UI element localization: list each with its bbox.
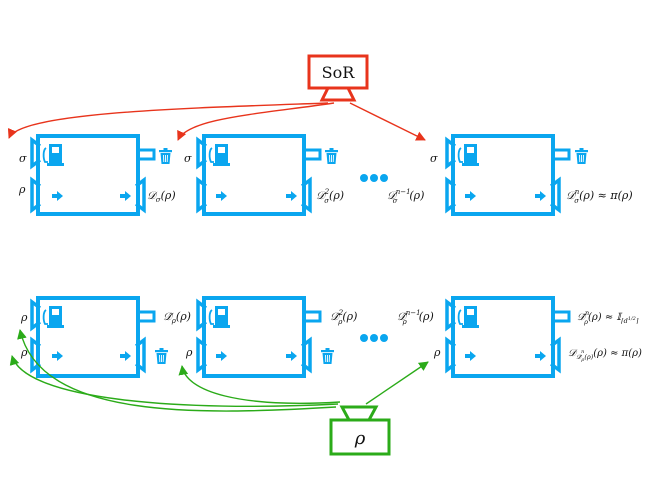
- sor-arrow-to-machine-1: [7, 102, 329, 139]
- rho-arrows: [9, 329, 429, 412]
- rho-arrow-to-machine-1-bottom: [9, 355, 339, 407]
- rho-arrow-to-machine-n: [365, 361, 429, 405]
- trash-icon: [154, 347, 169, 365]
- rho-arrow-to-machine-1-top: [17, 329, 337, 412]
- top-machine-1: [30, 134, 173, 216]
- bottom-machine-n: [445, 296, 571, 378]
- fuel-pump-icon: [42, 305, 65, 329]
- trash-icon: [158, 147, 173, 165]
- top-ellipsis: [360, 174, 388, 182]
- small-arrow-icon: [52, 191, 63, 201]
- bottom-rho-label-1b: ρ: [20, 346, 28, 359]
- rho-arrow-to-machine-2: [178, 365, 341, 404]
- sor-label: SoR: [322, 63, 356, 82]
- sor-arrow-to-machine-2: [177, 102, 335, 141]
- rho-source-label: ρ: [354, 428, 366, 449]
- top-sigma-label-n: σ: [430, 152, 438, 165]
- small-arrow-icon: [120, 351, 131, 361]
- bottom-rho-label-n: ρ: [433, 346, 441, 359]
- small-arrow-icon: [52, 351, 63, 361]
- bottom-machine-1: [30, 296, 169, 378]
- trash-icon: [324, 147, 339, 165]
- fuel-pump-icon: [457, 143, 480, 167]
- small-arrow-icon: [286, 191, 297, 201]
- small-arrow-icon: [120, 191, 131, 201]
- small-arrow-icon: [465, 191, 476, 201]
- rho-source: ρ: [329, 405, 391, 456]
- fuel-pump-icon: [42, 143, 65, 167]
- small-arrow-icon: [535, 351, 546, 361]
- sor-arrow-to-machine-n: [349, 102, 426, 141]
- fuel-pump-icon: [208, 143, 231, 167]
- top-rho-label-1: ρ: [18, 183, 26, 196]
- small-arrow-icon: [216, 191, 227, 201]
- fuel-pump-icon: [208, 305, 231, 329]
- top-machine-2: [196, 134, 339, 216]
- sor-source: SoR: [307, 54, 369, 102]
- fuel-pump-icon: [457, 305, 480, 329]
- trash-icon: [574, 147, 589, 165]
- small-arrow-icon: [286, 351, 297, 361]
- small-arrow-icon: [216, 351, 227, 361]
- bottom-output-1: 𝒟̃ρ(ρ): [163, 310, 191, 325]
- small-arrow-icon: [535, 191, 546, 201]
- sor-arrows: [7, 102, 426, 141]
- trash-icon: [320, 347, 335, 365]
- small-arrow-icon: [465, 351, 476, 361]
- bottom-rho-label-1: ρ: [20, 311, 28, 324]
- bottom-machine-2: [196, 296, 335, 378]
- top-sigma-label-1: σ: [19, 152, 27, 165]
- top-machine-n: [445, 134, 589, 216]
- bottom-rho-label-2: ρ: [185, 346, 193, 359]
- top-output-1: 𝒟σ(ρ): [147, 189, 176, 204]
- top-sigma-label-2: σ: [184, 152, 192, 165]
- bottom-ellipsis: [360, 334, 388, 342]
